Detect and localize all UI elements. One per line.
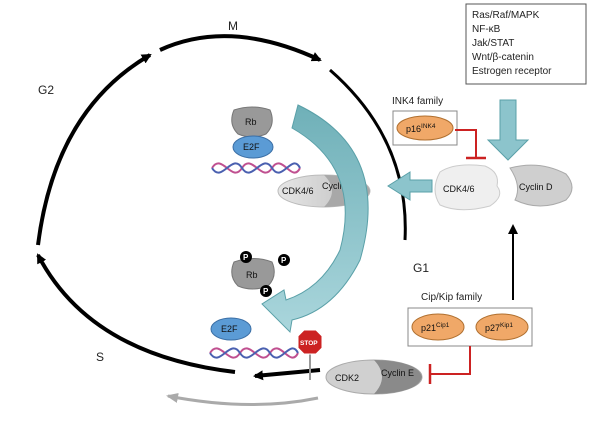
cdk2-cycline-complex: CDK2 Cyclin E [325,359,423,395]
complex-formation-arrow [387,171,433,201]
pathway-ras: Ras/Raf/MAPK [472,10,540,21]
pathway-activation-arrow [486,99,530,161]
dna-helix-bottom [209,347,299,359]
cell-cycle-ring [36,34,407,407]
cyclin-d-label: Cyclin D [519,182,553,192]
phase-g2-label: G2 [38,83,54,97]
complex-cyclin-label: Cyclin D [322,181,356,191]
p27-label: p27Kip1 [485,322,513,333]
cdk46-label: CDK4/6 [443,184,475,194]
rb-e2f-bound: Rb E2F [231,106,274,159]
rb-phosphorylated: Rb P P P [231,251,290,297]
dna-helix-top [211,162,301,174]
e2f-free-label: E2F [221,324,238,334]
ink4-family-label: INK4 family [392,96,443,107]
cipkip-inhibition [430,346,471,375]
progression-arrow [166,393,319,407]
cycline-label: Cyclin E [381,368,414,378]
phosphate-1: P [243,253,249,262]
cdk2-label: CDK2 [335,373,359,383]
arc-g2-to-m [159,34,322,62]
stop-label: STOP [300,340,318,347]
stop-sign: STOP [297,329,323,380]
rb-phosphorylation-arrow [261,104,369,334]
pathway-estrogen: Estrogen receptor [472,66,552,77]
rbp-label: Rb [246,270,258,280]
arc-s-lower [36,253,236,374]
e2f-free: E2F [210,317,252,341]
phosphate-2: P [281,256,287,265]
phase-s-label: S [96,350,104,364]
pathway-wnt: Wnt/β-catenin [472,52,534,63]
cip-kip-family-label: Cip/Kip family [421,292,482,303]
p16-protein [396,115,454,141]
p16-label: p16INK4 [406,123,436,134]
rb-label: Rb [245,117,257,127]
phosphate-3: P [263,287,269,296]
arc-s-to-g2 [36,53,152,246]
cdk46-separate: CDK4/6 [434,164,501,211]
phase-g1-label: G1 [413,261,429,275]
pathway-nfkb: NF-κB [472,24,501,35]
pathway-jakstat: Jak/STAT [472,38,514,49]
p21-label: p21Cip1 [421,322,450,333]
cyclin-d-separate: Cyclin D [509,164,573,207]
pathways-box: Ras/Raf/MAPK NF-κB Jak/STAT Wnt/β-cateni… [465,3,587,85]
e2f-label: E2F [243,142,260,152]
complex-cdk-label: CDK4/6 [282,186,314,196]
p16-inhibition [455,129,477,158]
p21-protein [411,313,465,341]
phase-m-label: M [228,19,238,33]
p27-protein [475,313,529,341]
arc-m-to-g1 [329,68,407,241]
